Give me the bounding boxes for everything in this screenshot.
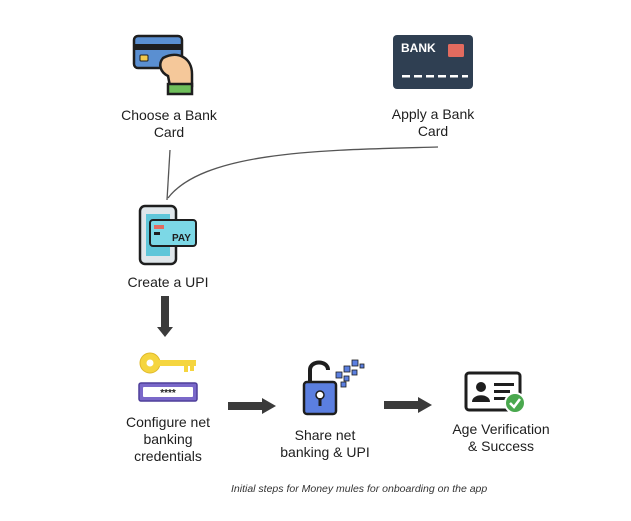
- node-label-share-net-banking: Share net banking & UPI: [280, 427, 370, 460]
- hand-card-icon: [132, 34, 194, 96]
- node-label-apply-card: Apply a Bank Card: [391, 106, 475, 139]
- arrow-right-icon: [384, 397, 432, 413]
- password-mask-text: ****: [160, 388, 176, 399]
- arrow-right-icon: [228, 398, 276, 414]
- connector-choose-to-upi: [166, 149, 171, 201]
- id-card-check-icon: [464, 371, 526, 414]
- node-label-age-verification: Age Verification & Success: [452, 421, 550, 454]
- arrow-down-icon: [157, 296, 173, 337]
- node-label-choose-card: Choose a Bank Card: [121, 107, 217, 140]
- connector-apply-to-upi: [167, 146, 439, 199]
- bank-card-icon: [393, 35, 473, 89]
- figure-caption: Initial steps for Money mules for onboar…: [231, 483, 488, 495]
- bank-card-text: BANK: [401, 41, 436, 55]
- key-icon: [139, 352, 196, 374]
- password-box-icon: [138, 382, 198, 402]
- unlock-icon: [302, 359, 365, 416]
- phone-pay-text: PAY: [172, 233, 191, 244]
- node-label-create-upi: Create a UPI: [127, 274, 209, 290]
- phone-pay-icon: [138, 204, 197, 266]
- node-label-configure-net-banking: Configure net banking credentials: [125, 414, 211, 464]
